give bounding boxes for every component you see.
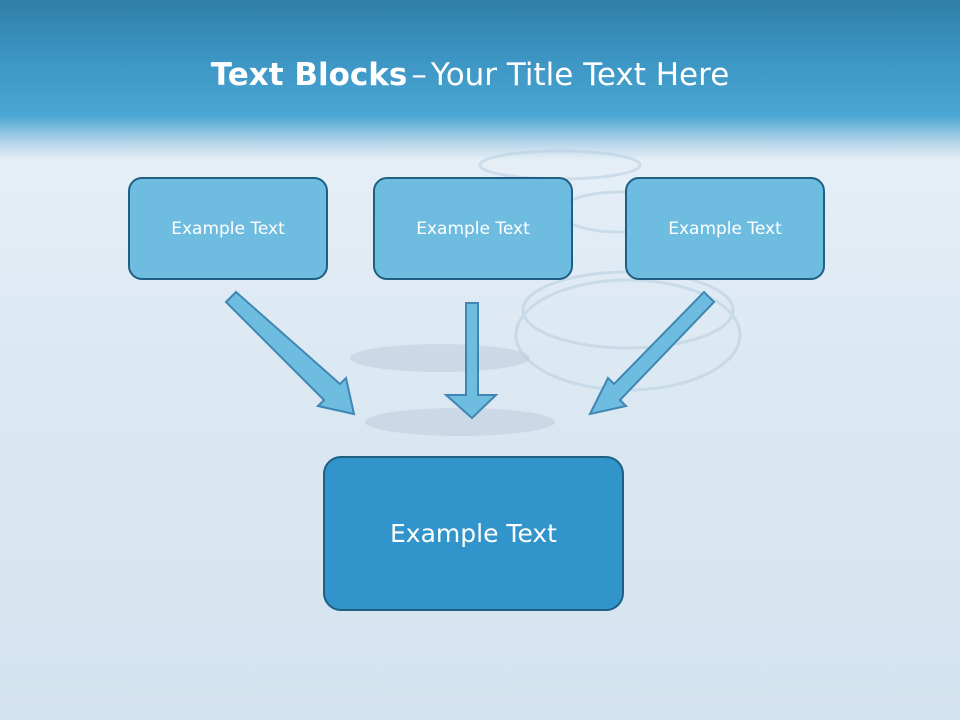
text-block-2-label: Example Text <box>416 218 530 239</box>
target-text-block: Example Text <box>323 456 624 611</box>
text-block-3: Example Text <box>625 177 825 280</box>
text-block-2: Example Text <box>373 177 573 280</box>
arrow-middle <box>443 302 499 420</box>
text-block-1-label: Example Text <box>171 218 285 239</box>
arrow-left <box>224 290 356 416</box>
text-block-3-label: Example Text <box>668 218 782 239</box>
title-bold: Text Blocks <box>210 57 408 93</box>
title-dash: – <box>411 57 427 93</box>
text-block-1: Example Text <box>128 177 328 280</box>
title-rest: Your Title Text Here <box>430 57 730 93</box>
target-text-block-label: Example Text <box>390 519 557 548</box>
page-title: Text Blocks–Your Title Text Here <box>0 52 940 98</box>
header-band <box>0 0 960 160</box>
arrow-right <box>588 290 716 416</box>
